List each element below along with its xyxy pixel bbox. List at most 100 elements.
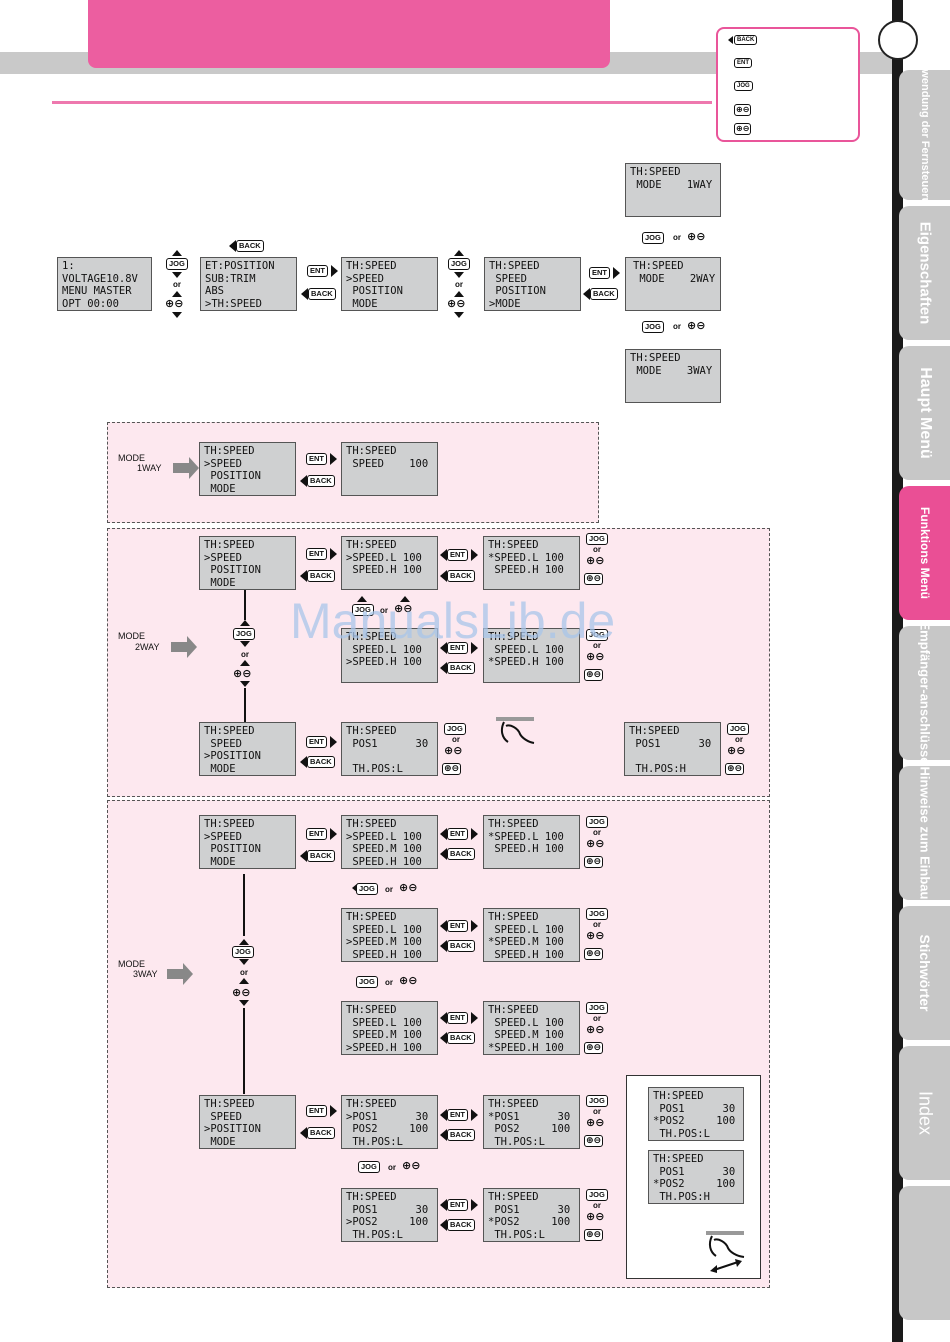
jog-key-icon: JOG: [642, 232, 664, 244]
lcd-mode-2way: TH:SPEED MODE 2WAY: [625, 257, 721, 311]
lcd-3way-speed-h: TH:SPEED SPEED.L 100 SPEED.M 100 >SPEED.…: [341, 1001, 438, 1055]
mode-label: MODE: [118, 959, 145, 969]
jog-key-icon: JOG: [166, 258, 188, 270]
throttle-trigger-icon: [496, 717, 535, 744]
back-key-icon: BACK: [307, 570, 335, 582]
plus-minus-icon: ⊕⊖: [444, 744, 463, 757]
plus-minus-box-icon: ⊕⊖: [584, 669, 604, 681]
back-key-icon: BACK: [307, 850, 335, 862]
plus-minus-icon: ⊕⊖: [727, 744, 746, 757]
jog-key-icon: JOG: [586, 816, 608, 828]
plus-minus-box-icon: ⊕⊖: [725, 763, 745, 775]
or-label: or: [452, 735, 460, 744]
or-label: or: [388, 1163, 396, 1172]
lcd-2way-pos-h: TH:SPEED POS1 30 TH.POS:H: [624, 722, 721, 776]
lcd-2way-speed-l-edit: TH:SPEED *SPEED.L 100 SPEED.H 100: [483, 536, 580, 590]
or-label: or: [593, 1107, 601, 1116]
mode-value: 2WAY: [135, 642, 160, 652]
watermark: ManualsLib.de: [290, 593, 616, 649]
plus-minus-icon: ⊕⊖: [399, 881, 418, 894]
key-legend: BACK ENT JOG ⊕⊖ ⊕⊖: [716, 27, 860, 142]
lcd-3way-speed-l: TH:SPEED >SPEED.L 100 SPEED.M 100 SPEED.…: [341, 815, 438, 869]
ent-key-icon: ENT: [307, 265, 328, 277]
back-key-icon: BACK: [447, 662, 475, 674]
jog-key-icon: JOG: [352, 604, 374, 616]
jog-key-icon: JOG: [358, 1161, 380, 1173]
ent-key-icon: ENT: [447, 828, 468, 840]
plus-minus-box-icon: ⊕⊖: [584, 1135, 604, 1147]
back-key-icon: BACK: [447, 1032, 475, 1044]
tab-blank: [899, 1186, 950, 1320]
or-label: or: [455, 280, 463, 289]
header-pink-block: [88, 0, 610, 68]
ent-key-icon: ENT: [447, 1109, 468, 1121]
plus-minus-icon: ⊕⊖: [402, 1159, 421, 1172]
page-number-circle: [878, 20, 918, 60]
tab-haupt-menu[interactable]: Haupt Menü: [899, 346, 950, 480]
ent-key-icon: ENT: [306, 828, 327, 840]
jog-key-icon: JOG: [642, 321, 664, 333]
lcd-th-speed-mode: TH:SPEED SPEED POSITION >MODE: [484, 257, 581, 311]
lcd-3way-pos2: TH:SPEED POS1 30 >POS2 100 TH.POS:L: [341, 1188, 438, 1242]
back-key-icon: BACK: [447, 1219, 475, 1231]
lcd-2way-speed-h: TH:SPEED SPEED.L 100 >SPEED.H 100: [341, 628, 438, 683]
back-key-icon: BACK: [308, 288, 336, 300]
tab-index[interactable]: Index: [899, 1046, 950, 1180]
lcd-3way-speed-m: TH:SPEED SPEED.L 100 >SPEED.M 100 SPEED.…: [341, 908, 438, 962]
lcd-3way-speed-l-edit: TH:SPEED *SPEED.L 100 SPEED.H 100: [483, 815, 580, 869]
plus-minus-icon: ⊕⊖: [165, 297, 184, 310]
ent-key-icon: ENT: [306, 453, 327, 465]
or-label: or: [241, 650, 249, 659]
tab-eigenschaften[interactable]: Eigenschaften: [899, 206, 950, 340]
tab-hinweise[interactable]: Hinweise zum Einbau: [899, 766, 950, 900]
back-key-icon: BACK: [447, 940, 475, 952]
tab-funktions-menu[interactable]: Funktions Menü: [899, 486, 950, 620]
lcd-1way-menu: TH:SPEED >SPEED POSITION MODE: [199, 442, 296, 496]
plus-minus-icon: ⊕⊖: [687, 230, 706, 243]
tab-stichwoerter[interactable]: Stichwörter: [899, 906, 950, 1040]
ent-key-icon: ENT: [306, 548, 327, 560]
plus-minus-box-icon: ⊕⊖: [442, 763, 462, 775]
jog-key-icon: JOG: [233, 628, 255, 640]
lcd-2way-speed-h-edit: TH:SPEED SPEED.L 100 *SPEED.H 100: [483, 628, 580, 683]
ent-key-icon: ENT: [447, 920, 468, 932]
lcd-mode-3way: TH:SPEED MODE 3WAY: [625, 349, 721, 403]
jog-key-icon: JOG: [586, 1002, 608, 1014]
plus-minus-icon: ⊕⊖: [687, 319, 706, 332]
or-label: or: [385, 885, 393, 894]
jog-key-icon: JOG: [356, 883, 378, 895]
plus-minus-box-icon: ⊕⊖: [584, 1042, 604, 1054]
plus-minus-icon: ⊕⊖: [394, 602, 413, 615]
lcd-3way-speed-m-edit: TH:SPEED SPEED.L 100 *SPEED.M 100 SPEED.…: [483, 908, 580, 962]
ent-key-icon: ENT: [734, 58, 752, 68]
back-key-icon: BACK: [447, 848, 475, 860]
jog-key-icon: JOG: [448, 258, 470, 270]
mode-label: MODE: [118, 631, 145, 641]
back-key-icon: BACK: [307, 1127, 335, 1139]
throttle-trigger-icon: [706, 1231, 745, 1273]
ent-key-icon: ENT: [447, 1199, 468, 1211]
plus-minus-key-icon: ⊕⊖: [734, 104, 752, 116]
plus-minus-icon: ⊕⊖: [586, 837, 605, 850]
plus-minus-icon: ⊕⊖: [586, 554, 605, 567]
sidebar-spine: [892, 0, 903, 1342]
lcd-3way-pos1-edit: TH:SPEED *POS1 30 POS2 100 TH.POS:L: [483, 1095, 580, 1149]
or-label: or: [593, 1201, 601, 1210]
lcd-3way-speed-h-edit: TH:SPEED SPEED.L 100 SPEED.M 100 *SPEED.…: [483, 1001, 580, 1055]
jog-key-icon: JOG: [727, 723, 749, 735]
lcd-2way-speed-l: TH:SPEED >SPEED.L 100 SPEED.H 100: [341, 536, 438, 590]
plus-minus-box-icon: ⊕⊖: [584, 856, 604, 868]
tab-empfaenger[interactable]: Empfänger-anschlüsse: [899, 621, 950, 765]
or-label: or: [593, 1014, 601, 1023]
or-label: or: [735, 735, 743, 744]
lcd-mode-1way: TH:SPEED MODE 1WAY: [625, 163, 721, 217]
plus-minus-box-icon: ⊕⊖: [584, 948, 604, 960]
or-label: or: [380, 606, 388, 615]
lcd-3way-pos1: TH:SPEED >POS1 30 POS2 100 TH.POS:L: [341, 1095, 438, 1149]
lcd-et-menu: ET:POSITION SUB:TRIM ABS >TH:SPEED: [200, 257, 297, 311]
jog-key-icon: JOG: [586, 1095, 608, 1107]
jog-key-icon: JOG: [232, 946, 254, 958]
lcd-2way-menu: TH:SPEED >SPEED POSITION MODE: [199, 536, 296, 590]
tab-verwendung[interactable]: Verwendung der Fernsteuerung: [899, 52, 950, 218]
plus-minus-icon: ⊕⊖: [586, 650, 605, 663]
